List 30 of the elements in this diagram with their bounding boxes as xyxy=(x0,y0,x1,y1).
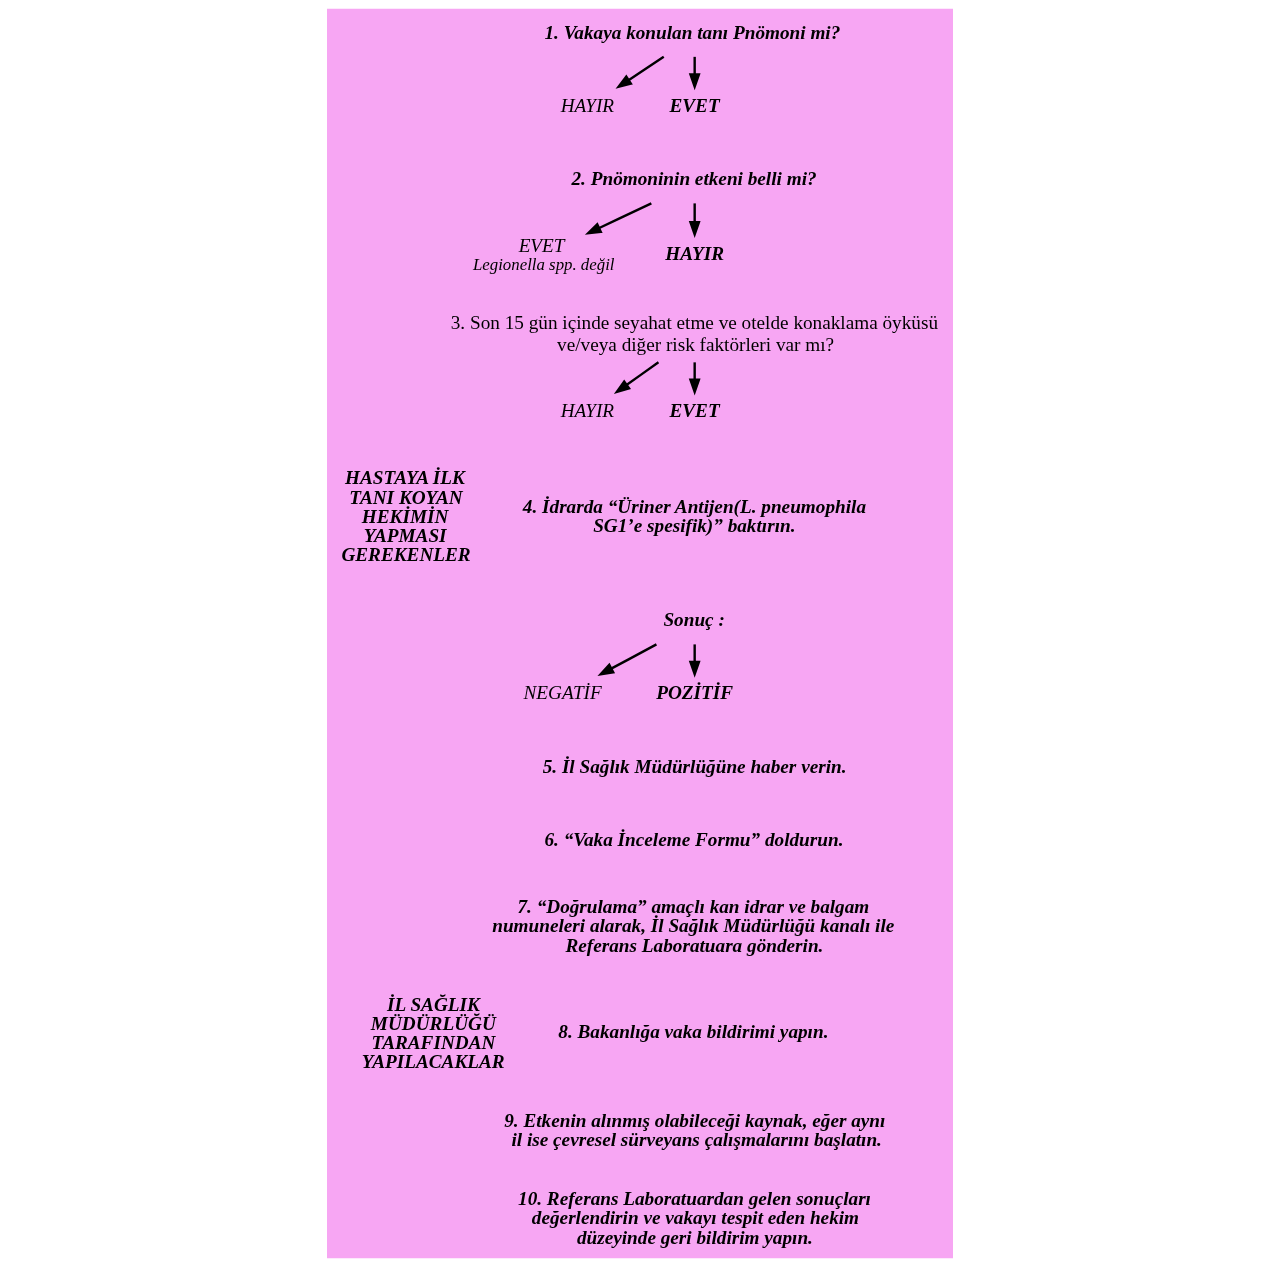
node-text: Sonuç : xyxy=(662,609,725,631)
arrow xyxy=(688,56,701,91)
node-text: 2. Pnömoninin etkeni belli mi? xyxy=(571,168,817,190)
node-text: İL SAĞLIK MÜDÜRLÜĞÜ TARAFINDAN YAPILACAKLAR xyxy=(361,993,505,1073)
node-text: EVET xyxy=(668,399,720,421)
node-text: 5. İl Sağlık Müdürlüğüne haber verin. xyxy=(542,755,847,777)
node-text: HASTAYA İLK TANI KOYAN HEKİMİN YAPMASI GEREKENLER xyxy=(340,467,471,566)
arrow xyxy=(596,643,657,677)
node-text: 4. İdrarda “Üriner Antijen(L. pneumophila SG1’e spesifik)” baktırın. xyxy=(522,496,866,537)
arrow xyxy=(688,362,701,396)
node-text: 1. Vakaya konulan tanı Pnömoni mi? xyxy=(543,21,840,43)
node-text: HAYIR xyxy=(664,242,724,264)
node-text: 7. “Doğrulama” amaçlı kan idrar ve balgam numuneleri alarak, İl Sağlık Müdürlüğü kanalı ile Referans Laboratuara gönderin. xyxy=(491,896,894,956)
arrow xyxy=(688,644,701,678)
node-text: 6. “Vaka İnceleme Formu” doldurun. xyxy=(543,828,843,850)
node-label: Legionella spp. değil xyxy=(472,254,614,274)
node-text: POZİTİF xyxy=(655,682,733,704)
arrow xyxy=(688,203,701,238)
node-text: 3. Son 15 gün içinde seyahat etme ve otelde konaklama öyküsü ve/veya diğer risk faktörleri var mı? xyxy=(450,312,938,355)
node-text: EVET xyxy=(518,235,565,257)
arrow xyxy=(613,361,659,394)
node-text: EVET xyxy=(668,94,720,116)
node-text: 9. Etkenin alınmış olabileceği kaynak, eğer aynı il ise çevresel sürveyans çalışmalarını başlatın. xyxy=(503,1110,885,1151)
node-text: NEGATİF xyxy=(522,682,602,704)
arrow xyxy=(584,202,652,235)
node-text: HAYIR xyxy=(560,399,614,421)
node-text: HAYIR xyxy=(560,94,614,116)
node-text: 8. Bakanlığa vaka bildirimi yapın. xyxy=(557,1021,828,1043)
node-text: 10. Referans Laboratuardan gelen sonuçları değerlendirin ve vakayı tespit eden hekim düzeyinde geri bildirim yapın. xyxy=(517,1188,871,1248)
arrow xyxy=(615,55,664,89)
